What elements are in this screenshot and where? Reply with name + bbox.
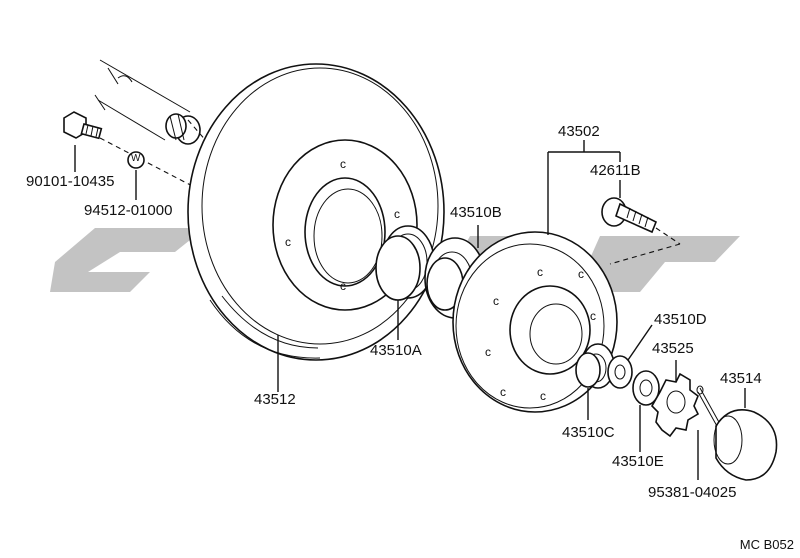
- axle-spindle: [94, 59, 241, 181]
- lock-cap: [651, 372, 700, 438]
- svg-text:c: c: [493, 294, 499, 308]
- svg-text:c: c: [340, 279, 346, 293]
- inner-seal: [375, 225, 435, 301]
- brake-disc: c c c c c: [187, 63, 445, 361]
- svg-text:c: c: [485, 345, 491, 359]
- label-bearing-43510b: 43510B: [450, 204, 502, 221]
- bolt-90101: [63, 111, 201, 191]
- label-washer-mark: W: [131, 153, 141, 164]
- label-bolt-90101: 90101-10435: [26, 173, 115, 190]
- label-hub-bolt-42611b: 42611B: [590, 162, 641, 179]
- label-disc-43512: 43512: [254, 391, 296, 408]
- svg-text:c: c: [590, 309, 596, 323]
- svg-text:c: c: [578, 267, 584, 281]
- hub-nut: [632, 370, 660, 406]
- grease-cap: [713, 409, 778, 481]
- svg-text:c: c: [394, 207, 400, 221]
- label-bearing-43510c: 43510C: [562, 424, 615, 441]
- label-grease-cap-43514: 43514: [720, 370, 762, 387]
- svg-text:c: c: [340, 157, 346, 171]
- thrust-washer: [607, 355, 633, 389]
- diagram-code: MC B052: [739, 537, 794, 552]
- svg-text:c: c: [285, 235, 291, 249]
- label-cotter-pin-95381: 95381-04025: [648, 484, 737, 501]
- svg-text:c: c: [540, 389, 546, 403]
- hub-bolt: [601, 197, 681, 265]
- label-seal-43510a: 43510A: [370, 342, 422, 359]
- label-washer-94512: 94512-01000: [84, 202, 173, 219]
- label-washer-43510d: 43510D: [654, 311, 707, 328]
- svg-text:c: c: [537, 265, 543, 279]
- outer-bearing: [575, 343, 615, 389]
- label-nut-43510e: 43510E: [612, 453, 664, 470]
- washer-symbol: [127, 151, 145, 169]
- label-hub-43502: 43502: [558, 123, 600, 140]
- label-lock-cap-43525: 43525: [652, 340, 694, 357]
- svg-text:c: c: [500, 385, 506, 399]
